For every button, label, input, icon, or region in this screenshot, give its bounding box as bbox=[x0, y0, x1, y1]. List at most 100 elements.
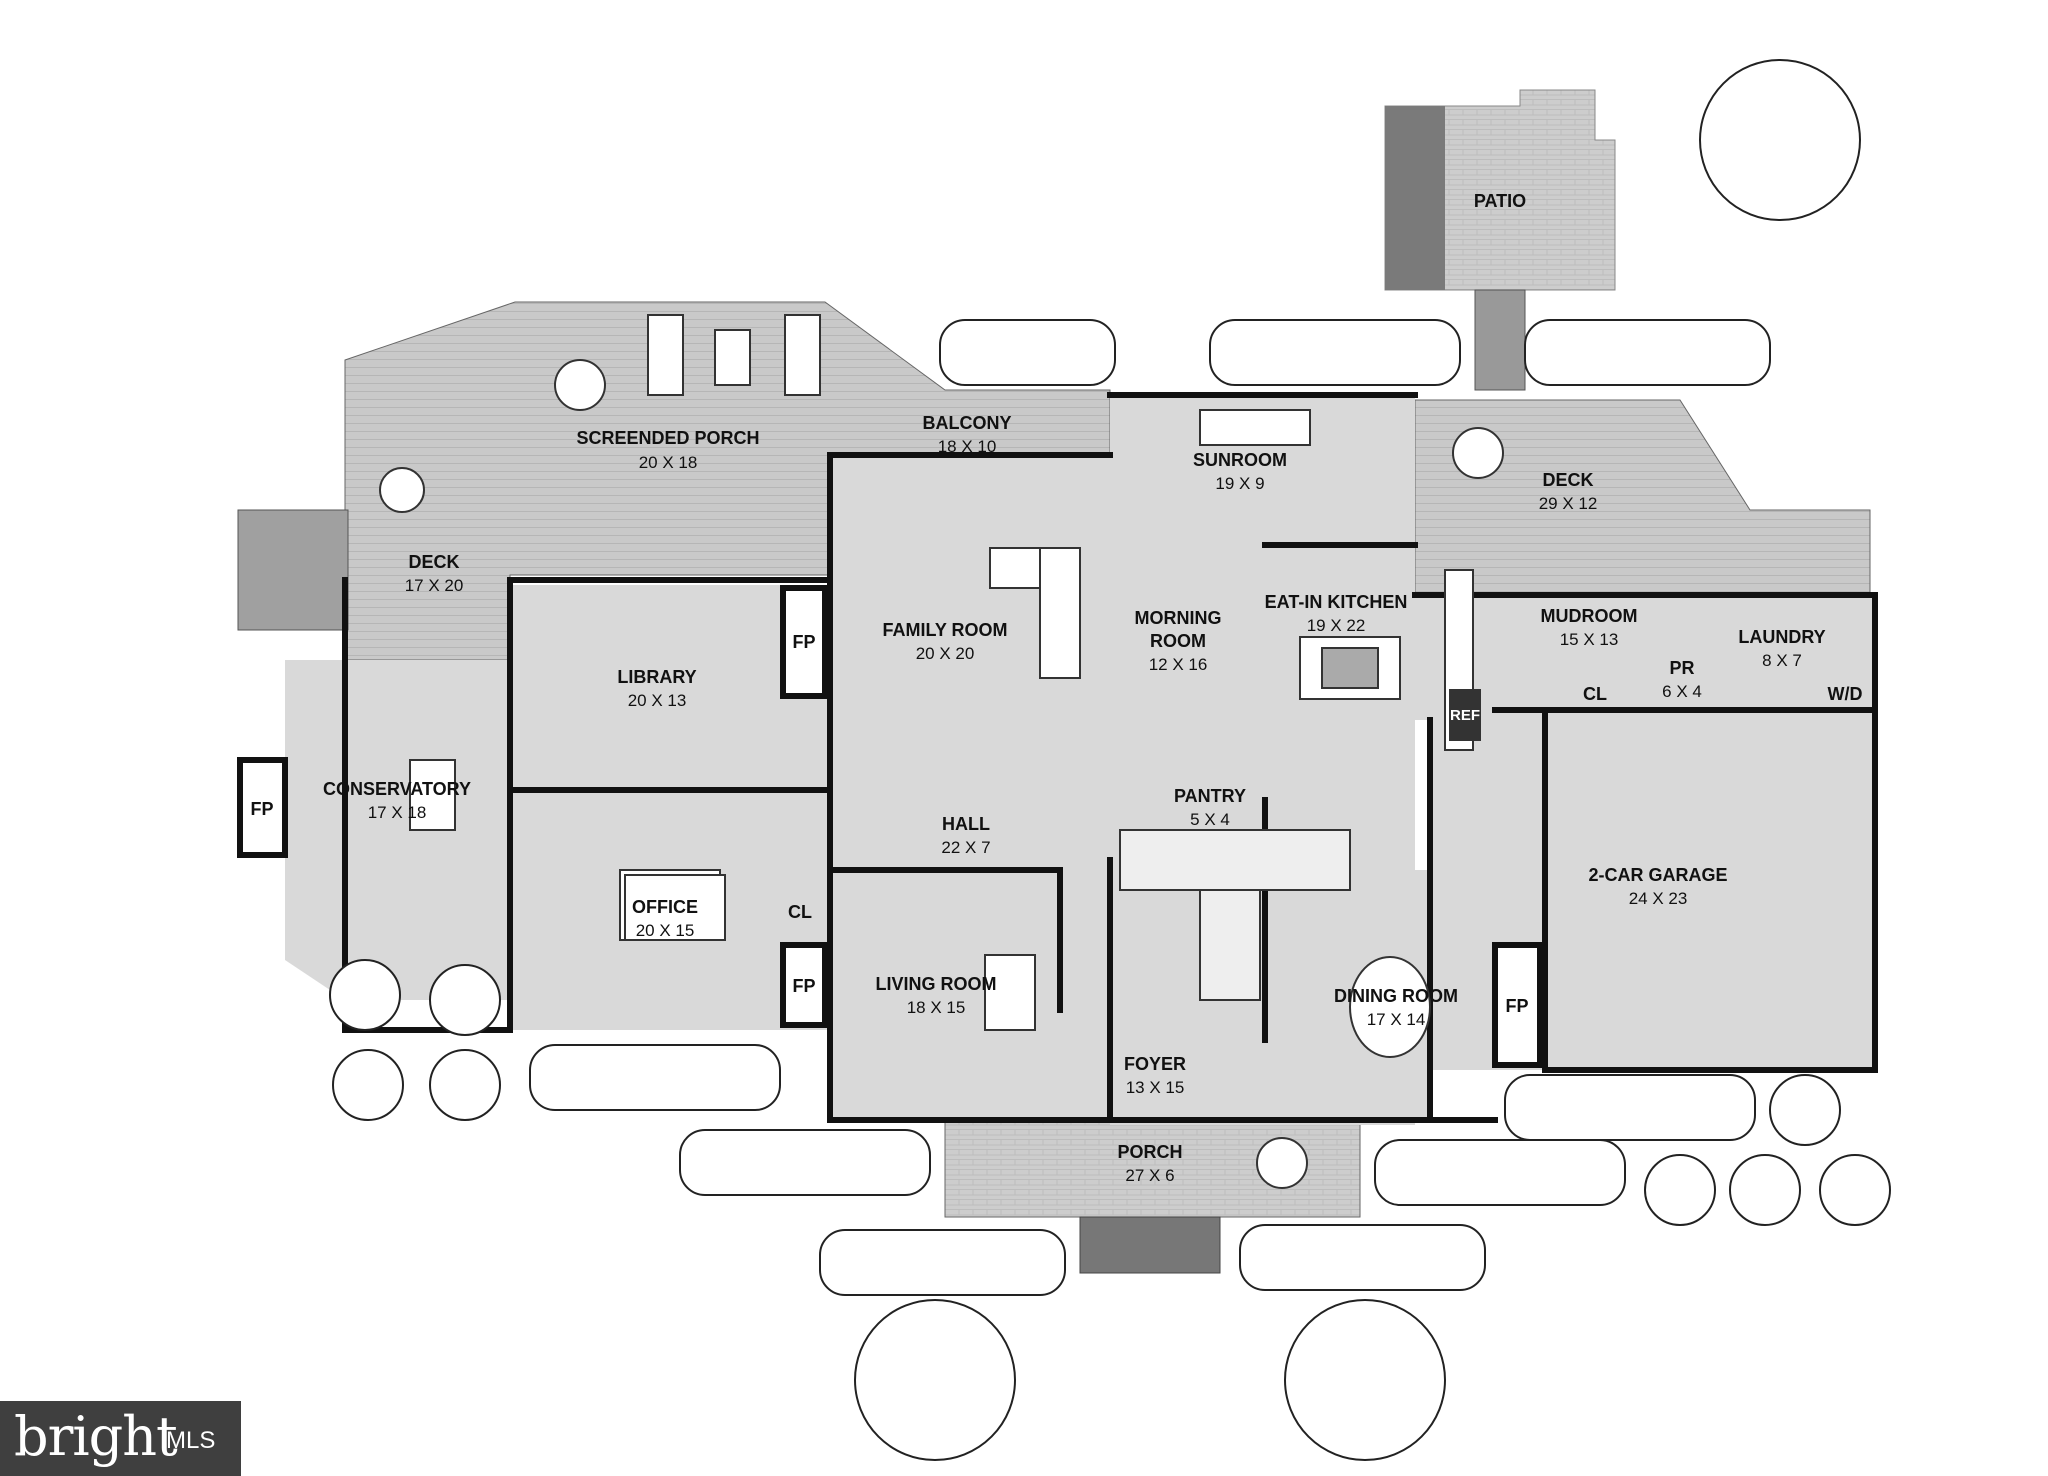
label-hall: HALL bbox=[942, 814, 990, 834]
label-patio: PATIO bbox=[1474, 191, 1526, 211]
fp-living-room bbox=[780, 942, 828, 1028]
label-pantry: PANTRY bbox=[1174, 786, 1246, 806]
label-pr: PR bbox=[1669, 658, 1694, 678]
tree bbox=[854, 1299, 1016, 1461]
wd-label: W/D bbox=[1828, 684, 1863, 704]
main-stair bbox=[1119, 829, 1351, 891]
main-stair-lower bbox=[1199, 889, 1261, 1001]
watermark-background bbox=[0, 1401, 241, 1476]
left-deck-table bbox=[379, 467, 425, 513]
front-steps bbox=[1079, 1216, 1221, 1274]
hedge bbox=[1524, 319, 1771, 386]
shrub bbox=[1644, 1154, 1716, 1226]
dims-garage: 24 X 23 bbox=[1629, 889, 1688, 908]
dims-dining-room: 17 X 14 bbox=[1367, 1010, 1426, 1029]
dining-table bbox=[1349, 956, 1431, 1058]
shrub bbox=[429, 1049, 501, 1121]
hedge bbox=[679, 1129, 931, 1196]
label-dining-room: DINING ROOM bbox=[1334, 986, 1458, 1006]
dims-office: 20 X 15 bbox=[636, 921, 695, 940]
cl-office-label: CL bbox=[788, 902, 812, 922]
living-room-sofa bbox=[984, 954, 1036, 1031]
screened-porch-sofa-1 bbox=[647, 314, 684, 396]
label-garage: 2-CAR GARAGE bbox=[1588, 865, 1727, 885]
label-office: OFFICE bbox=[632, 897, 698, 917]
label-porch: PORCH bbox=[1117, 1142, 1182, 1162]
dims-balcony: 18 X 10 bbox=[938, 437, 997, 456]
hedge bbox=[1239, 1224, 1486, 1291]
dims-screened-porch: 20 X 18 bbox=[639, 453, 698, 472]
tag-labels: FP FP FP FP CL CL REF W/D bbox=[250, 632, 1862, 1016]
fp-family-room bbox=[780, 585, 828, 699]
dims-laundry: 8 X 7 bbox=[1762, 651, 1802, 670]
shrub bbox=[1729, 1154, 1801, 1226]
sunroom-sofa bbox=[1199, 409, 1311, 446]
label-deck-left: DECK bbox=[408, 552, 459, 572]
shrub bbox=[1769, 1074, 1841, 1146]
hedge bbox=[1504, 1074, 1756, 1141]
label-living-room: LIVING ROOM bbox=[876, 974, 997, 994]
landscaping bbox=[329, 59, 1891, 1461]
dims-morning-room: 12 X 16 bbox=[1149, 655, 1208, 674]
label-morning: MORNING bbox=[1135, 608, 1222, 628]
tree bbox=[1284, 1299, 1446, 1461]
label-room: ROOM bbox=[1150, 631, 1206, 651]
patio-steps bbox=[1385, 106, 1445, 290]
label-sunroom: SUNROOM bbox=[1193, 450, 1287, 470]
room-labels: PATIO SCREENDED PORCH 20 X 18 BALCONY 18… bbox=[323, 191, 1826, 1185]
label-laundry: LAUNDRY bbox=[1738, 627, 1825, 647]
dims-porch: 27 X 6 bbox=[1125, 1166, 1174, 1185]
dims-hall: 22 X 7 bbox=[941, 838, 990, 857]
deck-table bbox=[1452, 427, 1504, 479]
dims-pantry: 5 X 4 bbox=[1190, 810, 1230, 829]
dims-eat-in-kitchen: 19 X 22 bbox=[1307, 616, 1366, 635]
dims-mudroom: 15 X 13 bbox=[1560, 630, 1619, 649]
patio-stair bbox=[1474, 289, 1526, 391]
label-family-room: FAMILY ROOM bbox=[882, 620, 1007, 640]
fp-living-room-label: FP bbox=[792, 976, 815, 996]
interior-floors bbox=[285, 395, 1875, 1125]
office-desk bbox=[624, 874, 726, 941]
label-deck-right: DECK bbox=[1542, 470, 1593, 490]
label-conservatory: CONSERVATORY bbox=[323, 779, 471, 799]
tree bbox=[1699, 59, 1861, 221]
refrigerator bbox=[1449, 689, 1481, 741]
label-eat-in-kitchen: EAT-IN KITCHEN bbox=[1265, 592, 1408, 612]
fireplaces bbox=[237, 585, 1543, 1068]
hedge bbox=[939, 319, 1116, 386]
dims-foyer: 13 X 15 bbox=[1126, 1078, 1185, 1097]
shrub bbox=[332, 1049, 404, 1121]
dims-deck-left: 17 X 20 bbox=[405, 576, 464, 595]
dims-conservatory: 17 X 18 bbox=[368, 803, 427, 822]
fp-conservatory-label: FP bbox=[250, 799, 273, 819]
cooktop bbox=[1321, 647, 1379, 689]
porch-table bbox=[1256, 1137, 1308, 1189]
hedge bbox=[1209, 319, 1461, 386]
screened-porch-coffee-table bbox=[714, 329, 751, 386]
fixtures bbox=[379, 314, 1504, 1189]
ref-label: REF bbox=[1450, 707, 1480, 724]
label-library: LIBRARY bbox=[617, 667, 696, 687]
fp-family-room-label: FP bbox=[792, 632, 815, 652]
shrub bbox=[329, 959, 401, 1031]
fp-conservatory bbox=[237, 757, 288, 858]
label-balcony: BALCONY bbox=[923, 413, 1012, 433]
dims-family-room: 20 X 20 bbox=[916, 644, 975, 663]
left-deck-steps bbox=[237, 509, 349, 631]
shrub bbox=[429, 964, 501, 1036]
cl-mudroom-label: CL bbox=[1583, 684, 1607, 704]
dims-sunroom: 19 X 9 bbox=[1215, 474, 1264, 493]
hedge bbox=[529, 1044, 781, 1111]
watermark-mls: MLS bbox=[166, 1427, 216, 1454]
shrub bbox=[1819, 1154, 1891, 1226]
label-mudroom: MUDROOM bbox=[1541, 606, 1638, 626]
dims-deck-right: 29 X 12 bbox=[1539, 494, 1598, 513]
dims-pr: 6 X 4 bbox=[1662, 682, 1702, 701]
label-screened-porch: SCREENDED PORCH bbox=[576, 428, 759, 448]
screened-porch-sofa-2 bbox=[784, 314, 821, 396]
hedge bbox=[819, 1229, 1066, 1296]
dims-library: 20 X 13 bbox=[628, 691, 687, 710]
fp-dining-room-label: FP bbox=[1505, 996, 1528, 1016]
conservatory-sofa bbox=[409, 759, 456, 831]
